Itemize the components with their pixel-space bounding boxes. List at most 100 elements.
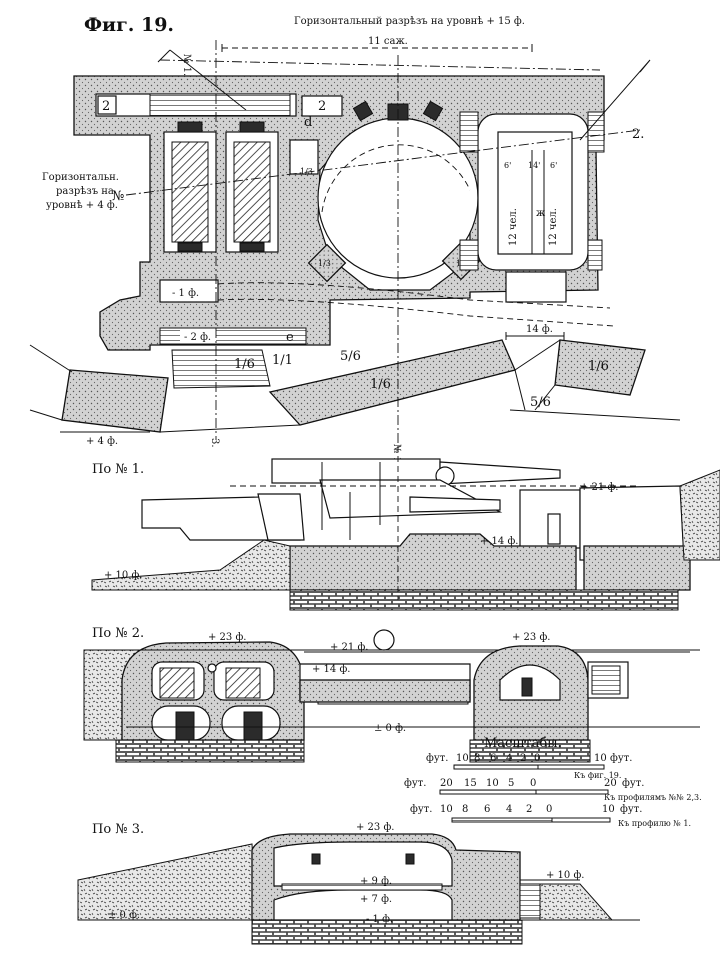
scale3-tick: 6 [484,804,490,815]
plan-slope-s4: 1/6 [370,377,391,392]
scale1-tick: 8 [474,753,480,764]
sec2-foundation-right [469,739,591,763]
mark-n1-bottom: № 1. [391,444,402,466]
plan-slope-block-left [61,369,169,433]
sec2-level-c: + 14 ф. [312,664,350,675]
figure-title: Фиг. 19. [84,14,174,36]
section-1: По № 1. + 21 ф. + 14 ф. + 10 ф. [91,446,720,611]
mark-n2-right: 2. [632,127,644,142]
plan-header: Горизонтальный разрѣзъ на уровнѣ + 15 ф. [294,16,525,27]
sec1-earth-left [91,539,291,591]
plan-passage [289,139,319,175]
sec2-magazine-2 [225,667,261,699]
sec1-right-platform [583,545,691,591]
plan-traverse-arc [321,144,471,213]
plan-dim-11-label: 11 саж. [368,36,408,47]
sec1-door [547,513,561,545]
plan-shelter-stair-br [587,239,603,271]
plan-magazine-left-stack [171,141,209,243]
axis-arrow-left [157,49,247,111]
scale3-unit-left: фут. [410,804,432,815]
sec2-level-e: ± 0 ф. [374,723,406,734]
sec3-upper-vault [273,841,453,887]
section-line-top [159,59,601,71]
scale1-note: Къ фиг. 19. [574,771,621,780]
sec3-earth-left [77,843,257,921]
plan-slope-block-center [268,339,516,426]
plan-width-6b: 6' [550,161,557,170]
plan-view: 2 2 1/3 d - 1 ф. - 2 ф. e 1/3 1/3 [29,36,681,466]
scale2-end: 20 [604,778,617,789]
scale1-subdivision [453,764,539,770]
scale2-unit-left: фут. [404,778,426,789]
scale1-unit-right: фут. [610,753,632,764]
plan-level-left: + 4 ф. [86,436,118,447]
section1-title: По № 1. [92,462,144,477]
plan-hoist-4 [239,242,265,252]
sec3-earth-right [539,883,614,921]
plan-slope-block-right [554,339,646,396]
plan-slope-s1: 1/6 [234,357,255,372]
sec3-level-e: + 10 ф. [546,870,584,881]
sec3-level-b: + 9 ф. [360,876,392,887]
mark-n3-bottom: 3. [209,438,220,448]
sec3-stair [519,883,543,919]
scale1-tick: 0 [534,753,540,764]
sec1-gun-lower [409,496,501,513]
plan-dash-road-1 [217,282,611,309]
plan-gun-niche-2 [422,100,444,122]
plan-dash-road-2 [217,298,615,327]
scale1-unit-left: фут. [426,753,448,764]
plan-slope-s3: 5/6 [340,349,361,364]
sec1-level-a: + 21 ф. [580,482,618,493]
sec2-magazine-1 [159,667,195,699]
sec2-foundation-left [115,739,305,763]
plan-ramp [171,349,271,389]
scale3-tick: 0 [546,804,552,815]
plan-shelter-stair-left [459,111,479,153]
sec2-door-2 [243,711,263,741]
sec3-level-a: + 23 ф. [356,822,394,833]
sec2-right-stair [591,665,621,695]
plan-width-6a: 6' [504,161,511,170]
plan-ditch-lines [514,369,556,411]
plan-side-label-2: разрѣзъ на [56,186,114,197]
sec2-level-d: + 23 ф. [512,632,550,643]
scale3-tick: 2 [526,804,532,815]
plan-dim-14-label: 14 ф. [526,324,553,335]
scale1-tick: 4 [506,753,512,764]
scale3-note: Къ профилю № 1. [618,819,691,828]
axis-arrow-right [579,59,651,141]
plan-room-2b [301,95,343,117]
sec3-hoist-1 [311,853,321,865]
plan-room-minus1 [159,279,219,303]
scale2-subdivision [439,789,537,795]
scales-block: Масштабы. фут. 10 8 6 4 2 0 10 фут. Къ ф… [404,736,702,828]
plan-slope-s5: 5/6 [530,395,551,410]
sec1-level-b: + 14 ф. [480,536,518,547]
sec3-level-c: + 7 ф. [360,894,392,905]
scale2-tick: 20 [440,778,453,789]
section-3: По № 3. + 23 ф. + 9 ф. + 7 ф. - 1 ф. + 1… [77,822,640,945]
mark-n2-left: № [112,189,124,204]
scale2-unit-right: фут. [622,778,644,789]
sec3-level-f: ± 0 ф. [108,910,140,921]
plan-people-b: 12 чел. [548,208,559,246]
sec1-gun-muzzle-upper [439,461,561,485]
sec2-terreplein [299,679,471,703]
scale3-end: 10 [602,804,615,815]
sec2-door-1 [175,711,195,741]
plan-room-minus2-label: - 2 ф. [184,332,211,343]
scale2-note: Къ профилямъ №№ 2,3. [604,793,702,802]
section2-title: По № 2. [92,626,144,641]
scale3-tick: 4 [506,804,512,815]
section-line-2 [125,129,641,196]
sec3-floor-slab [281,883,443,891]
plan-shelter-inner [497,131,573,255]
sec2-level-a: + 23 ф. [208,632,246,643]
sec2-level-b: + 21 ф. [330,642,368,653]
plan-room-2b-label: 2 [318,99,326,114]
plan-gun-niche-3 [352,100,374,122]
sec3-level-d: - 1 ф. [366,914,393,925]
